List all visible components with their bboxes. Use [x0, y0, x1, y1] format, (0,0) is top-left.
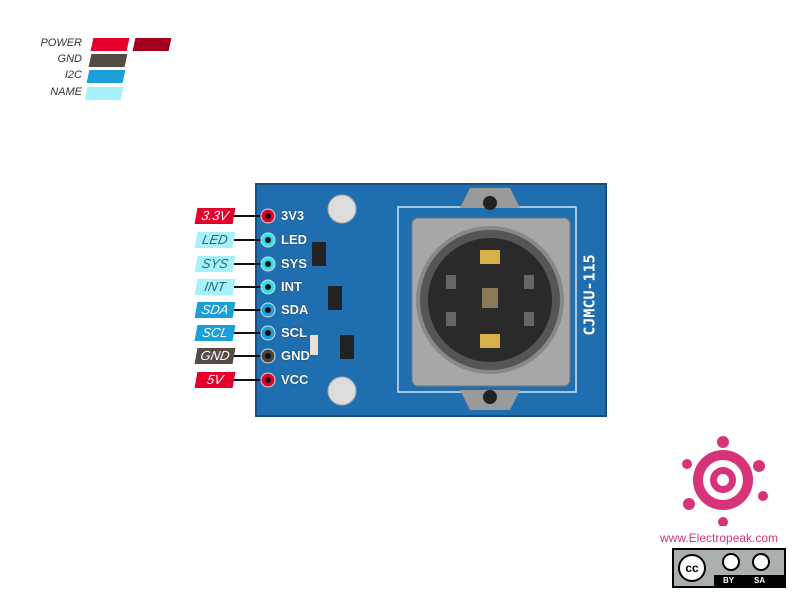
legend-label: POWER	[40, 37, 82, 49]
license-sa: SA	[754, 576, 766, 585]
sensor-chip	[482, 288, 498, 308]
website-link[interactable]: www.Electropeak.com	[660, 531, 779, 545]
board-silkscreen-sys: SYS	[281, 256, 308, 271]
board-silkscreen-vcc: VCC	[281, 372, 309, 387]
legend-label: GND	[57, 53, 82, 65]
board-silkscreen-int: INT	[281, 279, 302, 294]
electropeak-logo-icon	[682, 436, 768, 526]
mount-hole-top	[327, 194, 357, 224]
pin-label-sda: SDA	[194, 302, 236, 318]
board-silkscreen-led: LED	[281, 232, 307, 247]
legend-label: NAME	[50, 86, 82, 98]
pin-label-led: LED	[194, 232, 236, 248]
cc-icon: cc	[678, 554, 706, 582]
pin-label-3.3v: 3.3V	[194, 208, 236, 224]
pin-label-int: INT	[194, 279, 236, 295]
pin-label-scl: SCL	[194, 325, 236, 341]
pin-label-5v: 5V	[194, 372, 236, 388]
legend-label: I2C	[64, 69, 82, 81]
board-silkscreen-gnd: GND	[281, 348, 310, 363]
board-silkscreen-sda: SDA	[281, 302, 309, 317]
cc-license-badge[interactable]: cc BY SA	[672, 548, 786, 588]
by-icon	[722, 553, 740, 571]
board-model-label: CJMCU-115	[580, 254, 599, 336]
license-by: BY	[723, 576, 735, 585]
pin-label-gnd: GND	[194, 348, 236, 364]
board-silkscreen-3v3: 3V3	[281, 208, 305, 223]
pin-label-sys: SYS	[194, 256, 236, 272]
board-silkscreen-scl: SCL	[281, 325, 307, 340]
mount-hole-bottom	[327, 376, 357, 406]
sa-icon	[752, 553, 770, 571]
